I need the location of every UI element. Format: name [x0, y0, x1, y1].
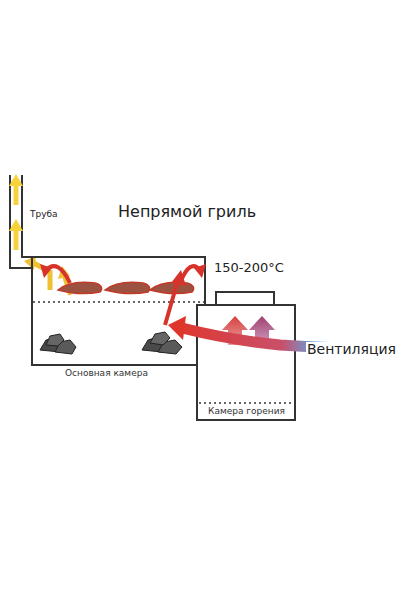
- diagram-title: Непрямой гриль: [118, 203, 256, 221]
- ventilation-label: Вентиляция: [306, 342, 397, 357]
- main-chamber: Основная камера: [32, 257, 205, 365]
- chamber-label: Камера горения: [208, 407, 285, 417]
- combustion-chamber: Камера горения: [197, 305, 295, 420]
- chimney-label: Труба: [30, 210, 58, 220]
- temperature-label: 150-200°C: [214, 261, 284, 275]
- chamber-label: Основная камера: [65, 369, 148, 379]
